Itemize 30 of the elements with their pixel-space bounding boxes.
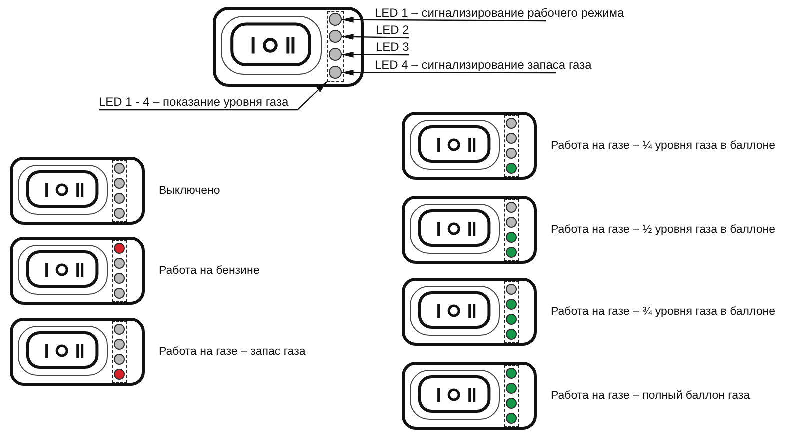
leader-line <box>342 52 410 58</box>
switch-panel <box>402 362 537 430</box>
switch-panel <box>10 237 145 305</box>
switch-panel <box>10 157 145 225</box>
indicator-light-icon <box>328 66 342 80</box>
callout-text: LED 1 – сигнализирование рабочего режима <box>375 6 624 20</box>
state-caption: Выключено <box>159 184 220 198</box>
leader-line <box>342 70 556 76</box>
state-caption: Работа на газе – ½ уровня газа в баллоне <box>551 223 776 237</box>
state-caption: Работа на газе – запас газа <box>159 345 306 359</box>
callout-text: LED 1 - 4 – показание уровня газа <box>99 95 289 109</box>
state-caption: Работа на газе – полный баллон газа <box>551 389 750 403</box>
leader-line <box>342 34 410 40</box>
dashed-frame <box>327 11 344 82</box>
indicator-light-icon <box>328 13 342 26</box>
switch-panel <box>402 278 537 346</box>
state-caption: Работа на бензине <box>159 264 260 278</box>
switch-panel <box>10 318 145 386</box>
leader-line <box>342 16 546 23</box>
state-caption: Работа на газе – ¾ уровня газа в баллоне <box>551 305 776 319</box>
callout-text: LED 4 – сигнализирование запаса газа <box>375 58 592 72</box>
switch-panel <box>402 112 537 180</box>
indicator-light-icon <box>328 30 342 44</box>
callout-text: LED 3 <box>376 40 410 54</box>
state-caption: Работа на газе – ¼ уровня газа в баллоне <box>551 139 776 153</box>
switch-panel <box>402 196 537 264</box>
switch-panel <box>213 7 364 87</box>
indicator-light-icon <box>328 48 342 62</box>
callout-text: LED 2 <box>376 23 410 37</box>
leader-line <box>99 82 328 111</box>
